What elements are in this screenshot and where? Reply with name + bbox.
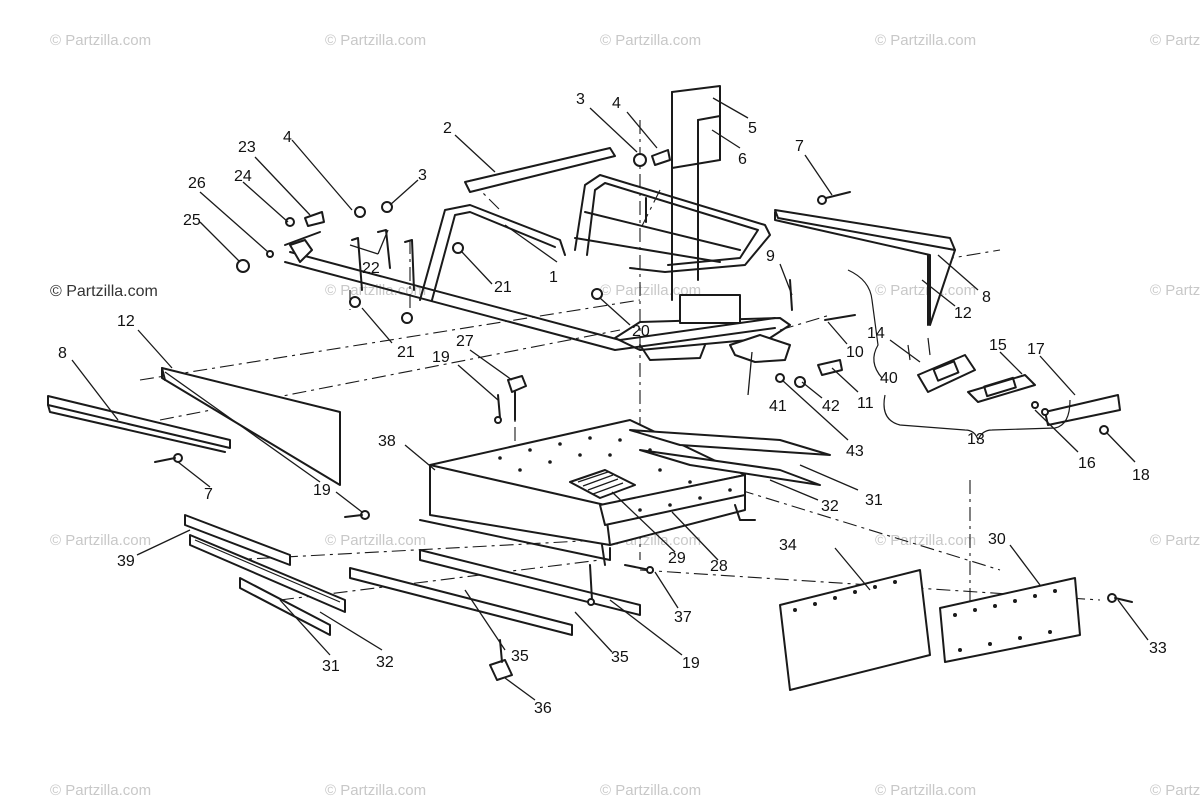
watermark: © Partzilla.com [325,532,426,549]
watermark: © Partzilla.com [875,282,976,299]
callout-labels: 1 2 3 3 4 4 5 6 7 7 8 8 9 10 11 12 12 13… [58,91,1167,717]
left-side-panel [47,367,341,486]
callout-9: 9 [766,248,775,265]
watermark: © Partzilla.com [50,32,151,49]
watermark: © Partzilla.com [600,782,701,799]
callout-1: 1 [549,269,558,286]
callout-27: 27 [456,333,474,350]
watermark: © Partzilla.com [1150,782,1200,799]
hinge-hardware [775,359,843,388]
callout-26: 26 [188,175,206,192]
callout-30: 30 [988,531,1006,548]
callout-35: 35 [511,648,529,665]
callout-20: 20 [632,323,650,340]
callout-37: 37 [674,609,692,626]
watermark-layer: © Partzilla.com © Partzilla.com © Partzi… [50,32,1200,799]
watermark: © Partzilla.com [875,32,976,49]
light-assembly [789,269,1121,442]
callout-7: 7 [204,486,213,503]
callout-5: 5 [748,120,757,137]
callout-21: 21 [397,344,415,361]
callout-33: 33 [1149,640,1167,657]
callout-18: 18 [1132,467,1150,484]
callout-13: 13 [967,431,985,448]
callout-19: 19 [432,349,450,366]
callout-35: 35 [611,649,629,666]
callout-7: 7 [795,138,804,155]
callout-15: 15 [989,337,1007,354]
callout-19: 19 [313,482,331,499]
callout-28: 28 [710,558,728,575]
callout-8: 8 [982,289,991,306]
callout-42: 42 [822,398,840,415]
callout-32: 32 [821,498,839,515]
seat-box [419,419,756,566]
callout-12: 12 [954,305,972,322]
watermark: © Partzilla.com [600,282,701,299]
callout-3: 3 [576,91,585,108]
callout-3: 3 [418,167,427,184]
callout-22: 22 [362,260,380,277]
callout-17: 17 [1027,341,1045,358]
callout-16: 16 [1078,455,1096,472]
callout-12: 12 [117,313,135,330]
frame-assembly [284,174,791,363]
callout-6: 6 [738,151,747,168]
rod-part-2 [464,147,616,193]
callout-38: 38 [378,433,396,450]
watermark: © Partzilla.com [875,532,976,549]
callout-43: 43 [846,443,864,460]
back-panels [779,569,1133,691]
right-side-panel [774,191,956,326]
callout-10: 10 [846,344,864,361]
leader-lines [71,97,1149,701]
watermark-main: © Partzilla.com [50,283,158,300]
watermark: © Partzilla.com [1150,282,1200,299]
fasteners-top [236,149,671,324]
callout-8: 8 [58,345,67,362]
callout-39: 39 [117,553,135,570]
watermark: © Partzilla.com [325,32,426,49]
callout-31: 31 [322,658,340,675]
watermark: © Partzilla.com [325,782,426,799]
callout-41: 41 [769,398,787,415]
watermark: © Partzilla.com [875,782,976,799]
callout-29: 29 [668,550,686,567]
seat-hardware [344,375,527,520]
callout-24: 24 [234,168,252,185]
callout-14: 14 [867,325,885,342]
callout-2: 2 [443,120,452,137]
callout-11: 11 [857,395,874,412]
callout-23: 23 [238,139,256,156]
left-rails [184,514,346,636]
callout-32: 32 [376,654,394,671]
callout-40: 40 [880,370,898,387]
watermark: © Partzilla.com [50,782,151,799]
back-post [671,85,741,324]
callout-36: 36 [534,700,552,717]
right-rails [629,429,831,486]
callout-21: 21 [494,279,512,296]
skid-rails [349,549,654,681]
watermark: © Partzilla.com [50,532,151,549]
callout-25: 25 [183,212,201,229]
callout-34: 34 [779,537,797,554]
callout-4: 4 [283,129,292,146]
watermark: © Partzilla.com [600,32,701,49]
callout-4: 4 [612,95,621,112]
callout-31: 31 [865,492,883,509]
watermark: © Partzilla.com [1150,532,1200,549]
callout-19: 19 [682,655,700,672]
watermark: © Partzilla.com [1150,32,1200,49]
